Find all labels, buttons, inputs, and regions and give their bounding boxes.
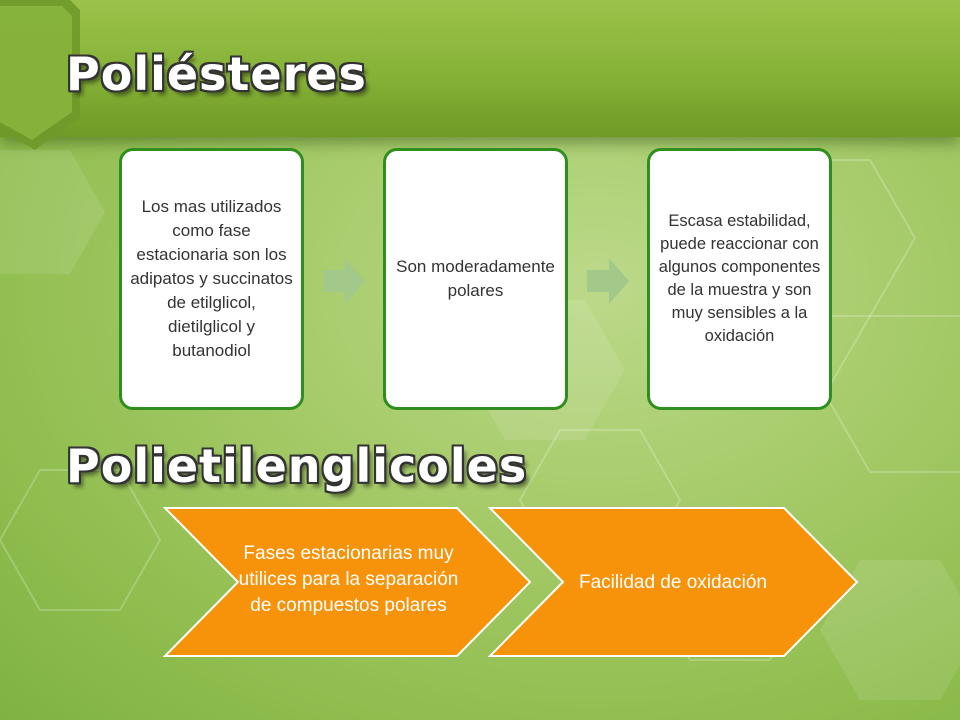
process-box-3: Escasa estabilidad, puede reaccionar con… xyxy=(647,148,832,410)
chevron-shape-1 xyxy=(162,507,532,657)
section-title-polyesters: Poliésteres xyxy=(66,47,367,101)
chevron-1-text: Fases estacionarias muy utilices para la… xyxy=(238,543,459,616)
chevron-2-text: Facilidad de oxidación xyxy=(578,572,767,593)
process-arrow-1-icon xyxy=(323,258,365,304)
process-arrow-2-icon xyxy=(587,258,629,304)
chevron-shape-2 xyxy=(487,507,859,657)
process-box-2: Son moderadamente polares xyxy=(383,148,568,410)
process-box-2-text: Son moderadamente polares xyxy=(396,257,555,300)
header-band xyxy=(0,0,960,137)
process-box-1-text: Los mas utilizados como fase estacionari… xyxy=(130,197,293,360)
header-hexagon-decoration xyxy=(0,0,80,150)
process-box-3-text: Escasa estabilidad, puede reaccionar con… xyxy=(658,212,821,345)
process-box-1: Los mas utilizados como fase estacionari… xyxy=(119,148,304,410)
section-title-polyethylene-glycols: Polietilenglicoles xyxy=(66,439,528,493)
